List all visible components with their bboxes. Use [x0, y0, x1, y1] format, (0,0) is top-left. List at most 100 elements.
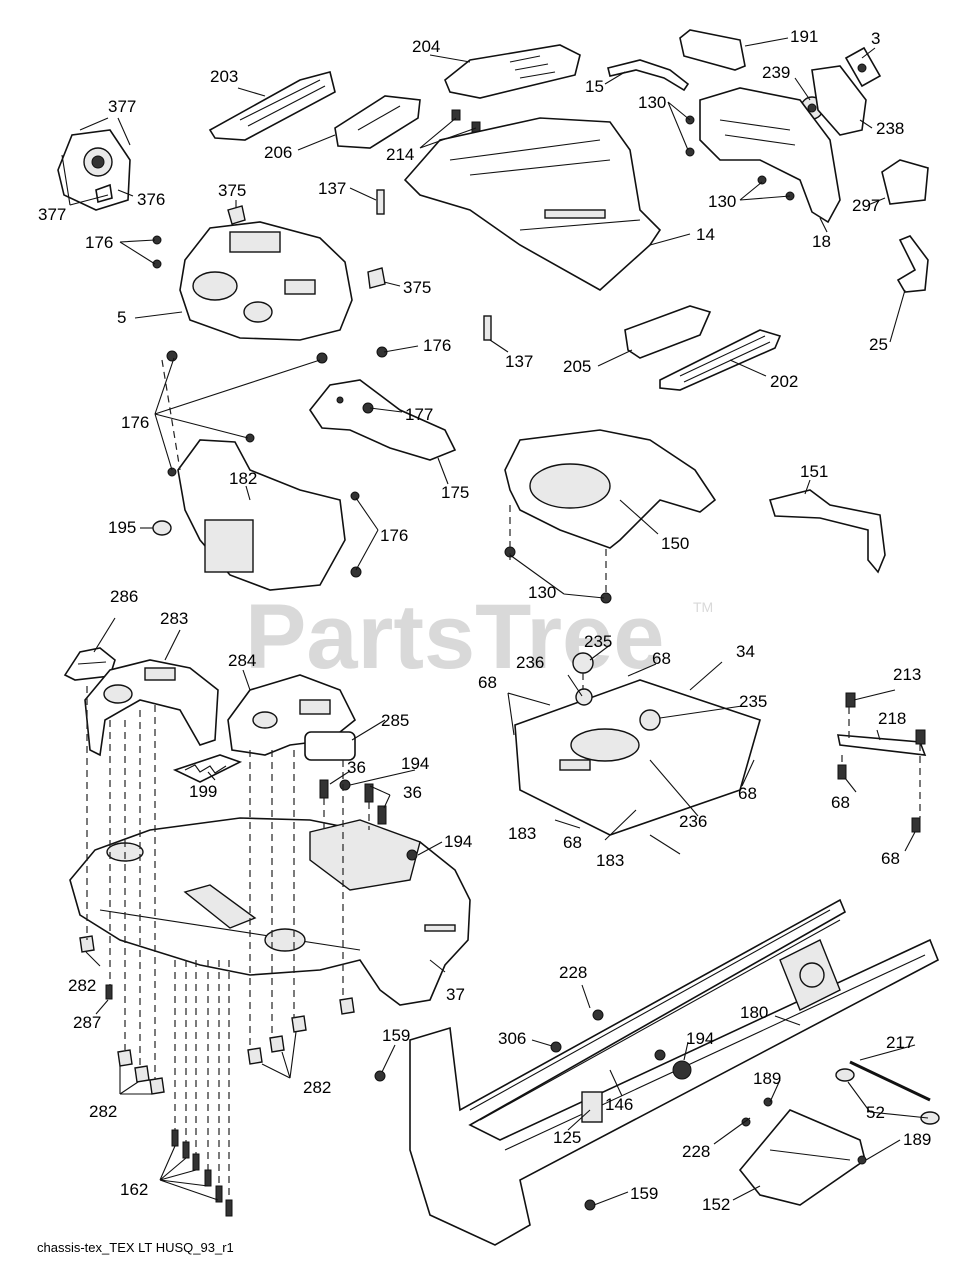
- part-214-clips: [451, 109, 481, 133]
- callout-282: 282: [89, 1102, 117, 1121]
- callout-189: 189: [753, 1069, 781, 1088]
- callout-236: 236: [679, 812, 707, 831]
- callout-25: 25: [869, 335, 888, 354]
- callout-176: 176: [121, 413, 149, 432]
- part-297-block: [881, 159, 929, 205]
- callout-195: 195: [108, 518, 136, 537]
- callout-182: 182: [229, 469, 257, 488]
- callout-194: 194: [444, 832, 472, 851]
- callout-151: 151: [800, 462, 828, 481]
- watermark-trademark: TM: [693, 599, 713, 615]
- callout-282: 282: [68, 976, 96, 995]
- watermark-text: PartsTree: [245, 586, 664, 688]
- callout-180: 180: [740, 1003, 768, 1022]
- part-205-strip: [624, 305, 712, 359]
- callout-239: 239: [762, 63, 790, 82]
- callout-3: 3: [871, 29, 880, 48]
- callout-205: 205: [563, 357, 591, 376]
- callout-236: 236: [516, 653, 544, 672]
- callout-235: 235: [739, 692, 767, 711]
- callout-130: 130: [638, 93, 666, 112]
- callout-5: 5: [117, 308, 126, 327]
- part-15-strip: [607, 59, 690, 92]
- callout-14: 14: [696, 225, 715, 244]
- part-286-cover: [63, 647, 116, 681]
- part-204-vent: [444, 44, 581, 99]
- callout-194: 194: [686, 1029, 714, 1048]
- callout-375: 375: [403, 278, 431, 297]
- callout-18: 18: [812, 232, 831, 251]
- callout-282: 282: [303, 1078, 331, 1097]
- callout-214: 214: [386, 145, 414, 164]
- callout-68: 68: [738, 784, 757, 803]
- callout-377: 377: [108, 97, 136, 116]
- callout-306: 306: [498, 1029, 526, 1048]
- part-238-bracket: [811, 65, 867, 136]
- callout-68: 68: [881, 849, 900, 868]
- callout-183: 183: [596, 851, 624, 870]
- callout-68: 68: [652, 649, 671, 668]
- callout-284: 284: [228, 651, 256, 670]
- callout-286: 286: [110, 587, 138, 606]
- part-202-strip: [659, 329, 782, 391]
- callout-199: 199: [189, 782, 217, 801]
- part-137-pins: [376, 189, 492, 341]
- callout-137: 137: [505, 352, 533, 371]
- callout-228: 228: [682, 1142, 710, 1161]
- part-182-lower-dash: [167, 433, 362, 591]
- callout-15: 15: [585, 77, 604, 96]
- callout-202: 202: [770, 372, 798, 391]
- footer-diagram-id: chassis-tex_TEX LT HUSQ_93_r1: [37, 1240, 234, 1255]
- callout-68: 68: [831, 793, 850, 812]
- callout-137: 137: [318, 179, 346, 198]
- callout-189: 189: [903, 1130, 931, 1149]
- part-282-clips: [79, 935, 355, 1095]
- callout-217: 217: [886, 1033, 914, 1052]
- callout-150: 150: [661, 534, 689, 553]
- callout-159: 159: [382, 1026, 410, 1045]
- callout-52: 52: [866, 1103, 885, 1122]
- callout-labels: 377 377 376 203 204 206 214 15 191 3 239…: [38, 27, 931, 1214]
- part-151-bracket: [768, 489, 886, 574]
- callout-376: 376: [137, 190, 165, 209]
- callout-36: 36: [347, 758, 366, 777]
- callout-297: 297: [852, 196, 880, 215]
- callout-206: 206: [264, 143, 292, 162]
- callout-152: 152: [702, 1195, 730, 1214]
- callout-375: 375: [218, 181, 246, 200]
- part-14-hood: [403, 117, 662, 291]
- part-287-screw: [105, 984, 113, 1000]
- part-285-bezel: [304, 731, 356, 761]
- part-37-fender: [69, 817, 471, 1006]
- callout-191: 191: [790, 27, 818, 46]
- part-25-trim: [896, 235, 929, 293]
- callout-36: 36: [403, 783, 422, 802]
- callout-130: 130: [708, 192, 736, 211]
- part-191-block: [679, 29, 746, 71]
- callout-159: 159: [630, 1184, 658, 1203]
- callout-176: 176: [380, 526, 408, 545]
- callout-377: 377: [38, 205, 66, 224]
- callout-183: 183: [508, 824, 536, 843]
- callout-213: 213: [893, 665, 921, 684]
- callout-130: 130: [528, 583, 556, 602]
- part-34-plate: [514, 652, 761, 836]
- callout-146: 146: [605, 1095, 633, 1114]
- part-3-cover: [844, 46, 882, 88]
- callout-176: 176: [423, 336, 451, 355]
- part-203-strip: [208, 71, 336, 141]
- part-195-plug: [152, 520, 172, 536]
- part-206-panel: [334, 95, 421, 149]
- callout-203: 203: [210, 67, 238, 86]
- callout-37: 37: [446, 985, 465, 1004]
- callout-175: 175: [441, 483, 469, 502]
- callout-285: 285: [381, 711, 409, 730]
- part-36-bolts: [319, 779, 387, 825]
- part-218-bar: [837, 692, 927, 833]
- callout-68: 68: [563, 833, 582, 852]
- callout-283: 283: [160, 609, 188, 628]
- part-162-screws: [171, 1129, 233, 1217]
- part-5-dash-panel: [152, 221, 388, 364]
